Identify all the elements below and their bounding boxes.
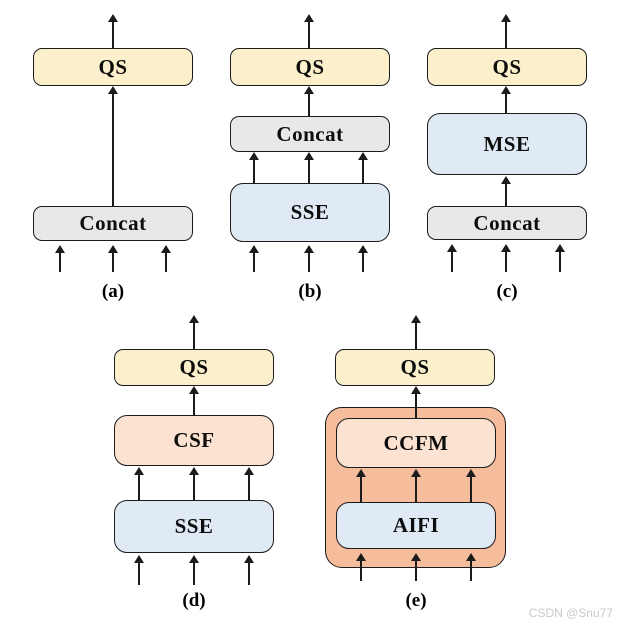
qs-block: QS: [427, 48, 587, 86]
output-arrow-icon: [501, 14, 511, 48]
output-arrow-icon: [411, 315, 421, 349]
panel-caption: (b): [298, 281, 322, 302]
input-arrow-icon: [108, 245, 118, 272]
connector-arrow-icon: [501, 176, 511, 206]
connector-arrow-icon: [358, 152, 368, 183]
watermark-text: CSDN @Snu77: [528, 606, 613, 620]
connector-arrow-icon: [189, 386, 199, 415]
panel-caption: (c): [496, 281, 518, 302]
input-arrow-icon: [356, 553, 366, 581]
csf-block: CSF: [114, 415, 274, 466]
connector-arrow-icon: [356, 469, 366, 502]
sse-block: SSE: [230, 183, 390, 242]
panel-caption: (e): [405, 590, 427, 611]
input-arrow-icon: [189, 555, 199, 585]
input-arrow-icon: [304, 245, 314, 272]
input-arrow-icon: [501, 244, 511, 272]
output-arrow-icon: [189, 315, 199, 349]
panel-caption: (d): [182, 590, 206, 611]
ccfm-block: CCFM: [336, 418, 496, 468]
connector-arrow-icon: [304, 152, 314, 183]
aifi-block: AIFI: [336, 502, 496, 549]
output-arrow-icon: [304, 14, 314, 48]
connector-arrow-icon: [189, 467, 199, 500]
input-arrow-icon: [134, 555, 144, 585]
qs-block: QS: [335, 349, 495, 386]
connector-arrow-icon: [466, 469, 476, 502]
connector-arrow-icon: [134, 467, 144, 500]
connector-arrow-icon: [249, 152, 259, 183]
sse-block: SSE: [114, 500, 274, 553]
input-arrow-icon: [249, 245, 259, 272]
input-arrow-icon: [555, 244, 565, 272]
connector-arrow-icon: [304, 86, 314, 116]
connector-arrow-icon: [501, 86, 511, 113]
input-arrow-icon: [244, 555, 254, 585]
input-arrow-icon: [466, 553, 476, 581]
concat-block: Concat: [230, 116, 390, 152]
input-arrow-icon: [161, 245, 171, 272]
concat-block: Concat: [427, 206, 587, 240]
input-arrow-icon: [358, 245, 368, 272]
connector-arrow-icon: [411, 386, 421, 418]
connector-arrow-icon: [244, 467, 254, 500]
input-arrow-icon: [447, 244, 457, 272]
connector-arrow-icon: [411, 469, 421, 502]
mse-block: MSE: [427, 113, 587, 175]
output-arrow-icon: [108, 14, 118, 48]
connector-arrow-icon: [108, 86, 118, 206]
qs-block: QS: [33, 48, 193, 86]
input-arrow-icon: [55, 245, 65, 272]
qs-block: QS: [230, 48, 390, 86]
panel-caption: (a): [101, 281, 125, 302]
input-arrow-icon: [411, 553, 421, 581]
concat-block: Concat: [33, 206, 193, 241]
qs-block: QS: [114, 349, 274, 386]
